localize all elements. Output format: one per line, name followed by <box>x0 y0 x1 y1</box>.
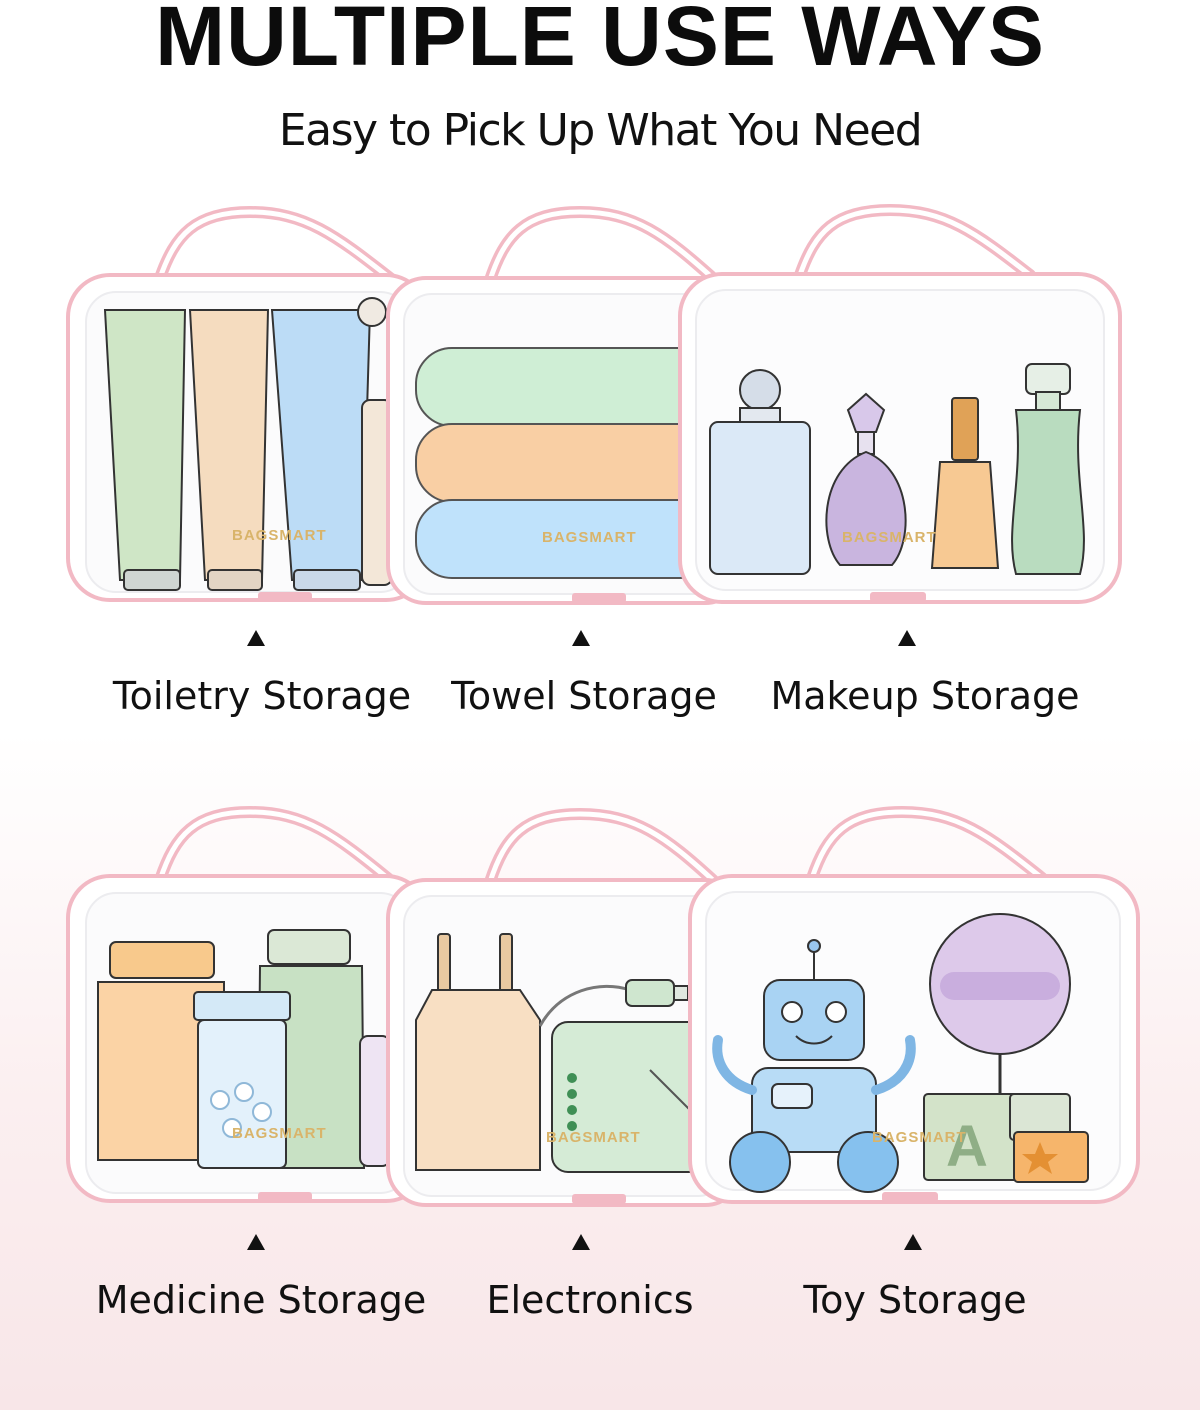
pointer-arrow-icon <box>904 1234 922 1250</box>
page-subtitle: Easy to Pick Up What You Need <box>278 105 923 156</box>
label-towel-storage: Towel Storage <box>451 674 717 718</box>
brand-mark: BAGSMART <box>232 1125 327 1142</box>
label-toy-storage: Toy Storage <box>803 1278 1027 1322</box>
label-toiletry-storage: Toiletry Storage <box>112 674 412 718</box>
row-1-illustration: BAGSMART BAGSMART <box>66 203 1122 605</box>
brand-mark: BAGSMART <box>842 529 937 546</box>
pointer-arrow-icon <box>247 630 265 646</box>
pointer-arrow-icon <box>898 630 916 646</box>
svg-text:A: A <box>946 1114 988 1179</box>
row-2-labels: Medicine Storage Electronics Toy Storage <box>0 1228 1200 1338</box>
charger-powerbank-icon <box>415 933 713 1173</box>
label-medicine-storage: Medicine Storage <box>95 1278 427 1322</box>
pointer-arrow-icon <box>572 1234 590 1250</box>
makeup-bag: BAGSMART <box>678 203 1122 604</box>
pointer-arrow-icon <box>572 630 590 646</box>
page-title: MULTIPLE USE WAYS <box>155 0 1045 83</box>
robot-toy-icon <box>712 939 916 1193</box>
brand-mark: BAGSMART <box>546 1129 641 1146</box>
label-makeup-storage: Makeup Storage <box>770 674 1080 718</box>
pointer-arrow-icon <box>247 1234 265 1250</box>
folded-towels-icon <box>415 347 717 579</box>
row-2-bags: BAGSMART BAGSMART <box>0 800 1200 1230</box>
electronics-bag: BAGSMART <box>386 807 745 1207</box>
pill-bottles-icon <box>97 929 391 1169</box>
towel-bag: BAGSMART <box>386 205 745 605</box>
toiletry-bag: BAGSMART <box>66 205 430 602</box>
brand-mark: BAGSMART <box>232 527 327 544</box>
row-1-labels: Toiletry Storage Towel Storage Makeup St… <box>0 624 1200 734</box>
lollipop-icon <box>929 913 1071 1120</box>
row-1-bags: BAGSMART BAGSMART <box>0 200 1200 630</box>
toy-blocks-icon: A <box>923 1093 1089 1183</box>
perfume-bottles-icon <box>709 363 1085 575</box>
medicine-bag: BAGSMART <box>66 805 430 1203</box>
toiletry-tubes-icon <box>103 297 393 591</box>
toy-bag: A BAGSMART <box>688 805 1140 1204</box>
brand-mark: BAGSMART <box>542 529 637 546</box>
brand-mark: BAGSMART <box>872 1129 967 1146</box>
label-electronics: Electronics <box>486 1278 694 1322</box>
row-2-illustration: BAGSMART BAGSMART <box>66 805 1140 1207</box>
